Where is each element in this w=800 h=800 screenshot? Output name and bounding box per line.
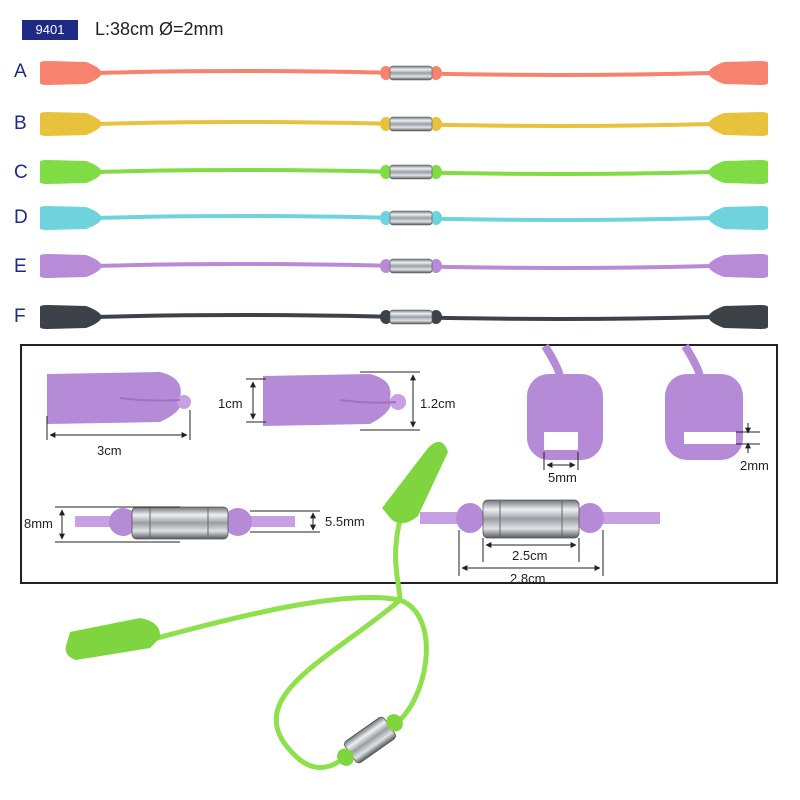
strap-d bbox=[40, 206, 768, 230]
product-photo-green-strap bbox=[65, 441, 448, 770]
connector-inner-label: 5.5mm bbox=[325, 514, 365, 529]
variant-letter-c: C bbox=[14, 162, 28, 183]
strap-left-tip bbox=[40, 112, 102, 136]
connector-end bbox=[430, 259, 442, 273]
connector-barrel bbox=[389, 116, 433, 132]
tip-height-thick-label: 1.2cm bbox=[420, 396, 456, 411]
connector-end bbox=[380, 117, 392, 131]
connector-total-label: 2.8cm bbox=[510, 571, 546, 586]
strap-a bbox=[40, 61, 768, 85]
connector-end bbox=[430, 211, 442, 225]
model-badge: 9401 bbox=[22, 20, 78, 40]
connector-outer-label: 8mm bbox=[24, 516, 53, 531]
tip-length-label: 3cm bbox=[97, 443, 122, 458]
strap-left-tip bbox=[40, 206, 102, 230]
connector-end bbox=[380, 66, 392, 80]
slot-front-drawing bbox=[527, 343, 603, 470]
connector-barrel bbox=[389, 210, 433, 226]
strap-right-tip bbox=[708, 112, 768, 136]
connector-end bbox=[380, 211, 392, 225]
strap-left-tip bbox=[40, 160, 102, 184]
slot-height-label: 2mm bbox=[740, 458, 769, 473]
slot-side-drawing bbox=[665, 343, 760, 460]
strap-left-tip bbox=[40, 254, 102, 278]
connector-end bbox=[380, 259, 392, 273]
connector-barrel bbox=[389, 258, 433, 274]
connector-length-label: 2.5cm bbox=[512, 548, 548, 563]
strap-f bbox=[40, 305, 768, 329]
strap-left-tip bbox=[40, 61, 102, 85]
connector-end bbox=[380, 310, 392, 324]
strap-right-tip bbox=[708, 160, 768, 184]
strap-c bbox=[40, 160, 768, 184]
strap-e bbox=[40, 254, 768, 278]
connector-end bbox=[380, 165, 392, 179]
variant-letter-e: E bbox=[14, 256, 27, 277]
tip-thickness-drawing bbox=[246, 371, 420, 431]
tip-side-drawing bbox=[46, 372, 191, 440]
variant-letter-a: A bbox=[14, 61, 27, 82]
strap-right-tip bbox=[708, 254, 768, 278]
connector-end bbox=[430, 117, 442, 131]
variant-letter-b: B bbox=[14, 113, 27, 134]
connector-barrel bbox=[389, 65, 433, 81]
connector-end bbox=[430, 165, 442, 179]
strap-right-tip bbox=[708, 206, 768, 230]
connector-end bbox=[430, 310, 442, 324]
slot-width-label: 5mm bbox=[548, 470, 577, 485]
variant-letter-f: F bbox=[14, 306, 26, 327]
connector-diameter-drawing bbox=[55, 506, 320, 543]
spec-text: L:38cm Ø=2mm bbox=[95, 19, 224, 39]
connector-end bbox=[430, 66, 442, 80]
tip-height-label: 1cm bbox=[218, 396, 243, 411]
strap-right-tip bbox=[708, 61, 768, 85]
strap-left-tip bbox=[40, 305, 102, 329]
connector-barrel bbox=[389, 164, 433, 180]
variant-letter-d: D bbox=[14, 207, 28, 228]
connector-barrel bbox=[389, 309, 433, 325]
strap-b bbox=[40, 112, 768, 136]
strap-right-tip bbox=[708, 305, 768, 329]
connector-length-drawing bbox=[420, 499, 660, 576]
